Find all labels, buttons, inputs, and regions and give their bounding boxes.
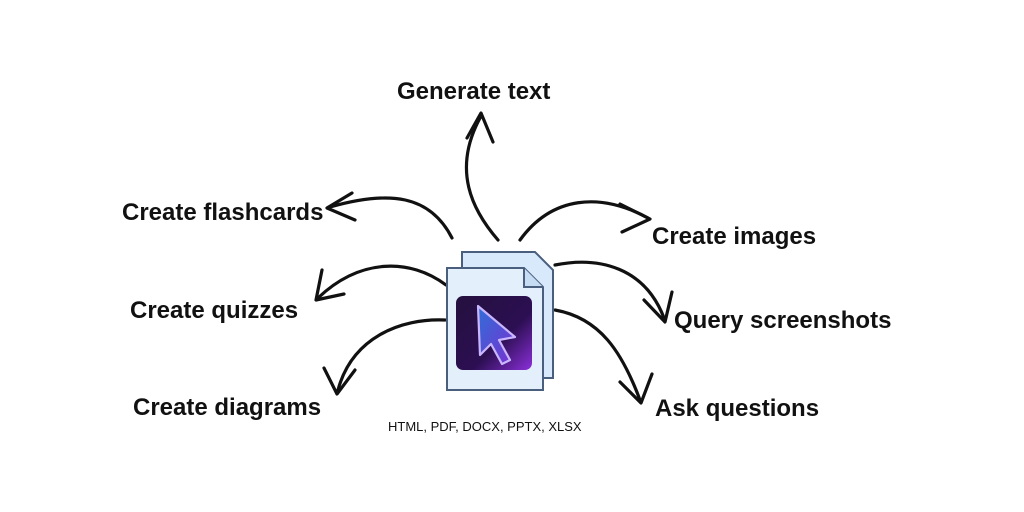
label-create-diagrams: Create diagrams <box>133 394 322 421</box>
label-generate-text: Generate text <box>397 78 551 105</box>
label-create-flashcards: Create flashcards <box>122 199 324 226</box>
arrow-query-screenshots <box>553 260 674 324</box>
arrow-ask-questions <box>553 308 654 405</box>
arrow-create-images <box>518 200 652 242</box>
document-stack-icon <box>446 251 554 391</box>
label-create-images: Create images <box>652 223 817 250</box>
supported-formats: HTML, PDF, DOCX, PPTX, XLSX <box>388 419 582 434</box>
label-ask-questions: Ask questions <box>655 395 820 422</box>
arrow-create-diagrams <box>322 318 447 396</box>
document-fold <box>523 268 543 288</box>
arrow-create-flashcards <box>325 191 454 240</box>
label-query-screenshots: Query screenshots <box>674 307 892 334</box>
arrow-create-quizzes <box>314 264 448 302</box>
arrow-generate-text <box>464 111 500 242</box>
cursor-icon <box>476 304 517 366</box>
label-create-quizzes: Create quizzes <box>130 297 299 324</box>
